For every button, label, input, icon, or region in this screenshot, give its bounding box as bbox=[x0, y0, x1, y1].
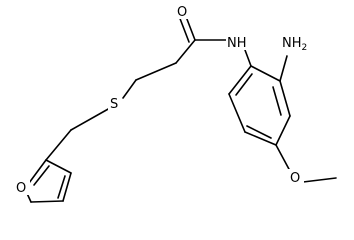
bond-furan-o-c2 bbox=[28, 159, 47, 184]
bond-ring-methoxy-o bbox=[275, 144, 291, 172]
bond-ring-nh2 bbox=[279, 55, 288, 82]
bond-furan-c1-c2-double bbox=[33, 165, 50, 186]
bond-ring-c4-c5-double bbox=[246, 125, 272, 139]
bond-ring-c2-c3-double bbox=[272, 86, 282, 116]
sulfur-label: S bbox=[110, 97, 118, 112]
bond-ch2a-ch2b bbox=[135, 62, 177, 81]
carbonyl-oxygen-label: O bbox=[177, 5, 187, 20]
bond-nh-ring bbox=[244, 49, 252, 67]
bond-methoxy-o-ch3 bbox=[302, 177, 337, 183]
bond-ring-c6-c1 bbox=[228, 65, 252, 95]
bond-carbonyl-double-2 bbox=[178, 15, 190, 43]
structure-svg: O NH NH2 S O O bbox=[14, 3, 337, 203]
bond-ch2b-carbonyl bbox=[175, 39, 196, 64]
bond-furan-c4-c5 bbox=[30, 200, 64, 203]
bond-furan-c3-c4 bbox=[62, 172, 72, 202]
bond-ring-c6-c1-double bbox=[235, 73, 253, 96]
furan-oxygen-label: O bbox=[16, 181, 26, 196]
bond-ring-c2-c3 bbox=[279, 80, 291, 117]
bond-furan-ch2 bbox=[45, 129, 72, 161]
molecule-diagram: O NH NH2 S O O bbox=[14, 3, 337, 203]
amino-group-label: NH2 bbox=[282, 36, 307, 53]
amino-group-main: NH bbox=[282, 36, 302, 51]
bond-ring-c3-c4 bbox=[275, 115, 291, 146]
bond-ring-c1-c2 bbox=[250, 65, 281, 82]
bond-furan-c3-c4-double bbox=[57, 175, 66, 199]
bond-group bbox=[24, 13, 337, 203]
bond-ring-c5-c6 bbox=[228, 93, 246, 133]
amino-group-subscript: 2 bbox=[302, 43, 308, 53]
bond-ring-c4-c5 bbox=[244, 131, 277, 146]
bond-furan-c2-c3 bbox=[45, 159, 72, 174]
amide-nitrogen-label: NH bbox=[227, 36, 247, 51]
atom-label-group: O NH NH2 S O O bbox=[14, 3, 315, 196]
bond-ch2-s bbox=[70, 107, 111, 131]
methoxy-oxygen-label: O bbox=[290, 171, 300, 186]
bond-s-ch2a bbox=[122, 79, 137, 99]
